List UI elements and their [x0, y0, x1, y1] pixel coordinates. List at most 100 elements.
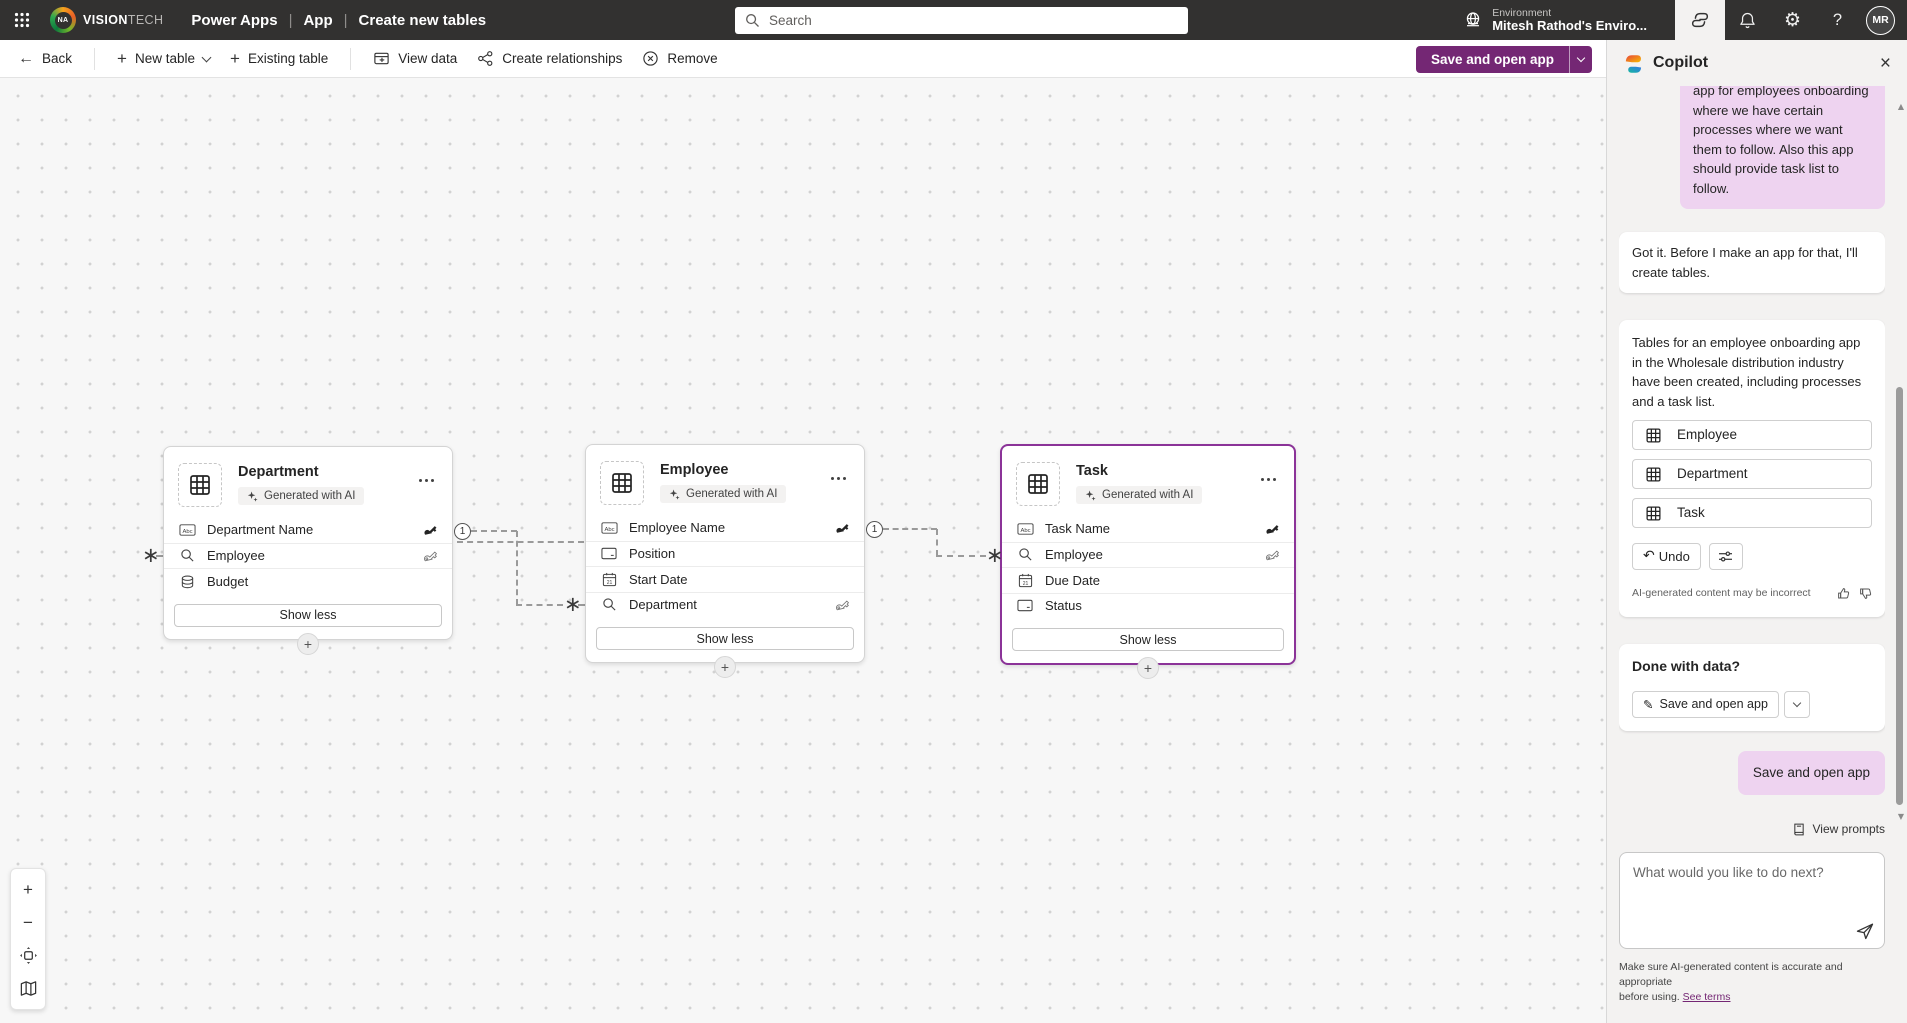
choice-field-icon: [600, 547, 618, 560]
show-less-button[interactable]: Show less: [1012, 628, 1284, 651]
message-line: create tables.: [1632, 264, 1711, 280]
save-and-open-app-dropdown[interactable]: [1569, 46, 1592, 73]
search-input[interactable]: [769, 13, 1178, 28]
minimap-button[interactable]: [10, 972, 46, 1005]
save-and-open-app-card-dropdown[interactable]: [1783, 691, 1810, 718]
field-row[interactable]: 21 Start Date: [586, 566, 864, 592]
existing-table-button[interactable]: + Existing table: [220, 40, 338, 78]
close-icon[interactable]: ×: [1879, 52, 1891, 74]
field-row[interactable]: Status: [1002, 592, 1294, 619]
calendar-icon: 21: [600, 572, 618, 587]
save-and-open-app-button[interactable]: Save and open app: [1415, 46, 1569, 73]
view-prompts-button[interactable]: View prompts: [1619, 822, 1885, 837]
logo-ring-icon: NA: [50, 7, 76, 33]
map-icon: [20, 981, 36, 996]
save-and-open-app-card-button[interactable]: ✎ Save and open app: [1632, 691, 1779, 718]
add-field-button[interactable]: +: [714, 656, 736, 678]
thumbs-up-button[interactable]: [1837, 587, 1850, 600]
message-line: Got it. Before I make an app for that, I…: [1632, 245, 1858, 260]
show-less-button[interactable]: Show less: [174, 603, 442, 627]
relationship-line: [457, 541, 584, 543]
field-row[interactable]: Department: [586, 591, 864, 618]
remove-button[interactable]: Remove: [632, 40, 727, 78]
zoom-out-button[interactable]: −: [23, 912, 33, 932]
search-icon: [745, 13, 760, 28]
table-designer-canvas[interactable]: 1 ∗ ∗ 1 ∗ Department Generated with: [0, 78, 1606, 1023]
svg-text:21: 21: [606, 580, 612, 586]
breadcrumb-app[interactable]: App: [303, 11, 333, 29]
add-field-button[interactable]: +: [1137, 657, 1159, 679]
generated-with-ai-badge: Generated with AI: [238, 487, 365, 505]
new-table-button[interactable]: + New table: [107, 40, 220, 78]
message-line: have been created, including processes: [1632, 374, 1862, 389]
fit-view-button[interactable]: [10, 939, 46, 972]
more-options-button[interactable]: [827, 473, 850, 484]
adjust-options-button[interactable]: [1708, 543, 1743, 570]
table-icon: [178, 463, 222, 507]
field-row[interactable]: Abc Task Name: [1002, 516, 1294, 542]
zoom-in-button[interactable]: +: [23, 879, 33, 899]
canvas-zoom-controls: + −: [10, 868, 46, 1010]
relationships-icon: [477, 50, 494, 67]
show-less-button[interactable]: Show less: [596, 627, 854, 650]
table-card-task[interactable]: Task Generated with AI Abc Task Name: [1000, 444, 1296, 679]
scrollbar-thumb[interactable]: [1896, 387, 1903, 805]
plus-icon: +: [117, 49, 127, 68]
send-button[interactable]: [1855, 921, 1875, 941]
waffle-menu-icon[interactable]: [0, 0, 44, 40]
add-field-button[interactable]: +: [297, 632, 319, 655]
disclaimer-text: before using.: [1619, 990, 1680, 1003]
table-chip-employee[interactable]: Employee: [1632, 420, 1872, 450]
copilot-header: Copilot ×: [1607, 40, 1907, 86]
relationship-many-marker: ∗: [142, 543, 160, 567]
field-row[interactable]: Employee: [1002, 541, 1294, 568]
field-row[interactable]: 21 Due Date: [1002, 567, 1294, 593]
command-bar: ← Back + New table + Existing table View…: [0, 40, 1606, 78]
plus-icon: +: [230, 49, 240, 68]
notifications-button[interactable]: [1725, 0, 1770, 40]
done-with-data-card: Done with data? ✎ Save and open app: [1619, 643, 1885, 731]
help-button[interactable]: ?: [1815, 0, 1860, 40]
table-card-department[interactable]: Department Generated with AI Abc Departm…: [163, 446, 453, 655]
scrollbar-up-arrow[interactable]: ▲: [1897, 102, 1904, 111]
view-data-button[interactable]: View data: [363, 40, 467, 78]
undo-button[interactable]: ↶ Undo: [1632, 543, 1701, 570]
done-with-data-title: Done with data?: [1632, 657, 1741, 674]
field-row[interactable]: Abc Department Name: [164, 517, 452, 543]
field-row[interactable]: Budget: [164, 568, 452, 594]
environment-name: Mitesh Rathod's Enviro...: [1492, 17, 1647, 33]
thumbs-down-button[interactable]: [1859, 587, 1872, 600]
relationship-line: [156, 555, 164, 557]
table-chip-task[interactable]: Task: [1632, 498, 1872, 528]
breadcrumb-product[interactable]: Power Apps: [191, 11, 278, 29]
more-options-button[interactable]: [415, 475, 438, 486]
environment-picker[interactable]: Environment Mitesh Rathod's Enviro...: [1463, 7, 1647, 34]
view-data-label: View data: [398, 51, 458, 66]
sliders-icon: [1719, 551, 1733, 562]
more-options-button[interactable]: [1257, 474, 1280, 485]
ai-disclaimer: Make sure AI-generated content is accura…: [1619, 960, 1885, 1005]
thumbs-up-icon: [1838, 588, 1850, 599]
table-icon: [1646, 427, 1661, 443]
table-card-employee[interactable]: Employee Generated with AI Abc Employee …: [585, 444, 865, 678]
settings-button[interactable]: ⚙: [1770, 0, 1815, 40]
create-relationships-label: Create relationships: [502, 51, 623, 66]
see-terms-link[interactable]: See terms: [1682, 990, 1731, 1003]
copilot-toggle-button[interactable]: [1675, 0, 1725, 40]
table-chip-department[interactable]: Department: [1632, 459, 1872, 489]
chevron-down-icon: [1576, 53, 1586, 63]
scrollbar-down-arrow[interactable]: ▼: [1897, 812, 1904, 821]
field-label: Employee Name: [629, 520, 726, 536]
back-button[interactable]: ← Back: [0, 40, 82, 78]
field-row[interactable]: Position: [586, 540, 864, 567]
logo-na: NA: [54, 11, 72, 29]
field-row[interactable]: Employee: [164, 542, 452, 569]
copilot-input[interactable]: [1620, 852, 1884, 948]
relationship-line: [883, 528, 937, 530]
avatar[interactable]: MR: [1866, 5, 1895, 35]
pen-icon: ✎: [1643, 696, 1654, 712]
copilot-message-bubble: Got it. Before I make an app for that, I…: [1619, 232, 1885, 293]
create-relationships-button[interactable]: Create relationships: [467, 40, 632, 78]
field-row[interactable]: Abc Employee Name: [586, 515, 864, 541]
